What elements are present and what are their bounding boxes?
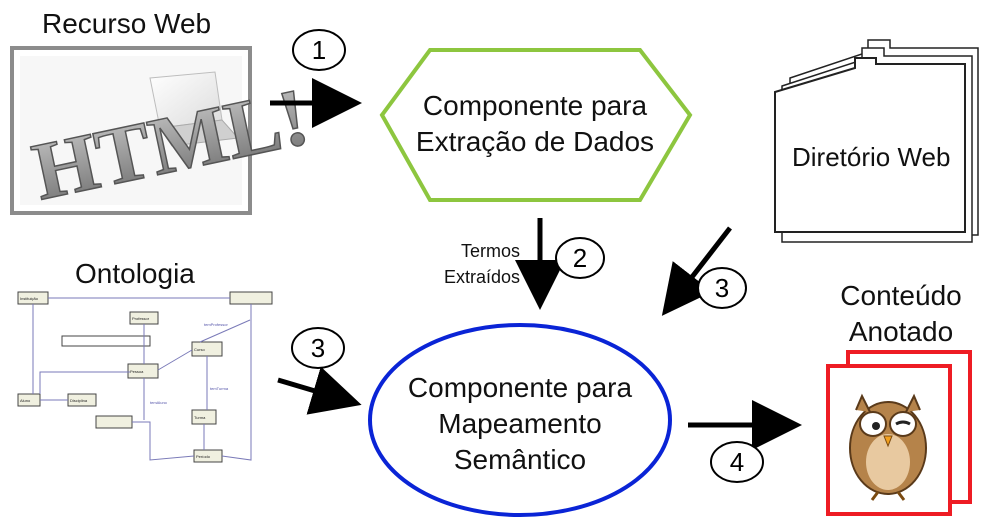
step-1-circle <box>292 29 346 71</box>
mapping-line-2: Mapeamento <box>438 408 602 439</box>
ontology-node-label: Período <box>196 454 211 459</box>
step-2-label: 2 <box>573 243 587 273</box>
web-directory-label: Diretório Web <box>792 142 951 172</box>
web-resource-image: HTML! <box>10 46 317 218</box>
arrow-3-directory <box>661 226 732 316</box>
annotated-line-2: Anotado <box>848 316 954 347</box>
ontology-node-label: Pessoa <box>130 369 144 374</box>
step-3-circle-directory <box>697 267 747 309</box>
ontology-diagram <box>17 291 273 463</box>
step-3-label-ontology: 3 <box>311 333 325 363</box>
owl-icon <box>849 393 927 501</box>
ontology-node-label: Curso <box>194 347 205 352</box>
extraction-line-1: Componente para <box>422 90 648 121</box>
ontology-node-label: Professor <box>132 316 150 321</box>
extracted-terms-line-2: Extraídos <box>443 267 520 287</box>
ontology-title: Ontologia <box>75 258 195 289</box>
step-4-label: 4 <box>730 447 744 477</box>
mapping-line-1: Componente para <box>407 372 633 403</box>
extracted-terms-line-1: Termos <box>460 241 520 261</box>
extraction-line-2: Extração de Dados <box>415 126 655 157</box>
extracted-terms-label: Termos Extraídos <box>430 238 520 290</box>
web-resource-title: Recurso Web <box>42 8 212 39</box>
step-3-label-directory: 3 <box>715 273 729 303</box>
ontology-edge-label: temProfessor <box>204 322 228 327</box>
mapping-component-shape <box>368 323 672 517</box>
ontology-node-label: Instituição <box>20 296 39 301</box>
ontology-edge-label: temTurma <box>210 386 229 391</box>
step-3-circle-ontology <box>291 327 345 369</box>
mapping-component-label: Componente para Mapeamento Semântico <box>380 370 660 478</box>
annotated-line-1: Conteúdo <box>840 280 962 311</box>
ontology-edge-label: temAluno <box>150 400 168 405</box>
arrow-3-ontology <box>277 366 362 415</box>
ontology-node-label: Aluno <box>20 398 31 403</box>
mapping-line-3: Semântico <box>453 444 587 475</box>
annotated-content-label: Conteúdo Anotado <box>826 278 976 350</box>
step-4-circle <box>710 441 764 483</box>
extraction-component-label: Componente para Extração de Dados <box>390 88 680 160</box>
ontology-node-labels: Instituição Pessoa Curso Aluno Disciplin… <box>20 296 229 459</box>
step-2-circle <box>555 237 605 279</box>
folder-icon <box>774 39 979 243</box>
extraction-component-shape <box>379 48 693 202</box>
ontology-node-label: Disciplina <box>70 398 88 403</box>
step-1-label: 1 <box>312 35 326 65</box>
ontology-node-label: Turma <box>194 415 206 420</box>
